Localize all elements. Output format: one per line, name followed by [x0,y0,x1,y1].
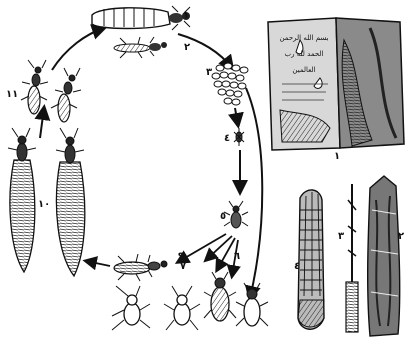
label-winged-adult: ١٠ [38,200,50,210]
damaged-wood-drawing-stick [346,184,358,332]
label-wood-stick: ٣ [338,232,344,242]
soldier-termite-drawing-center [164,286,200,330]
label-soldiers: ٧ [180,262,186,272]
cycle-arrow-nymph-branch-b [217,238,235,270]
book-text-line-2: الحمد لله رب [285,50,324,58]
label-workers: ٦ [234,252,240,262]
cycle-arrow-nymph-branch-a [206,236,232,260]
label-wood-log: ٢ [398,232,404,242]
cycle-arrow-winged-to-dealate [40,108,44,138]
damaged-wood-drawing-log [368,176,400,336]
reproductive-nymph-drawing [114,254,167,281]
dealate-adult-drawing-right [51,68,81,122]
label-king: ٢ [184,43,190,53]
label-queen: ١ [183,11,189,21]
nymph-drawing [224,201,248,228]
egg-cluster-drawing [212,63,248,105]
label-larva: ٤ [224,134,230,144]
label-wood-honeycomb: ٤ [294,262,300,272]
damaged-book-drawing: بسم الله الرحمن الحمد لله رب العالمين [268,18,404,150]
label-book-damage: ١ [334,152,340,162]
label-reproductive-nymph: ٩ [178,252,184,262]
worker-termite-drawing-right [236,283,268,326]
label-dealate-adult: ١١ [6,90,18,100]
soldier-termite-drawing-left [112,286,150,330]
cycle-arrow-to-winged [86,261,110,266]
winged-adult-drawing-right [56,128,85,276]
label-eggs: ٣ [206,68,212,78]
cycle-arrow-eggs-to-larva [235,108,238,125]
cycle-arrow-dealate-to-queen [52,28,104,70]
queen-termite-drawing [92,6,190,30]
label-nymph: ٥ [220,212,226,222]
book-text-line-3: العالمين [292,66,315,74]
damaged-wood-drawing-honeycomb [298,190,324,329]
dealate-adult-drawing-left [21,60,48,114]
worker-termite-drawing-left [204,272,236,321]
book-text-line-1: بسم الله الرحمن [279,34,328,42]
cycle-arrow-outer-right [246,88,262,298]
winged-adult-drawing-left [8,128,36,272]
king-termite-drawing [114,37,167,58]
larva-drawing [234,128,244,146]
